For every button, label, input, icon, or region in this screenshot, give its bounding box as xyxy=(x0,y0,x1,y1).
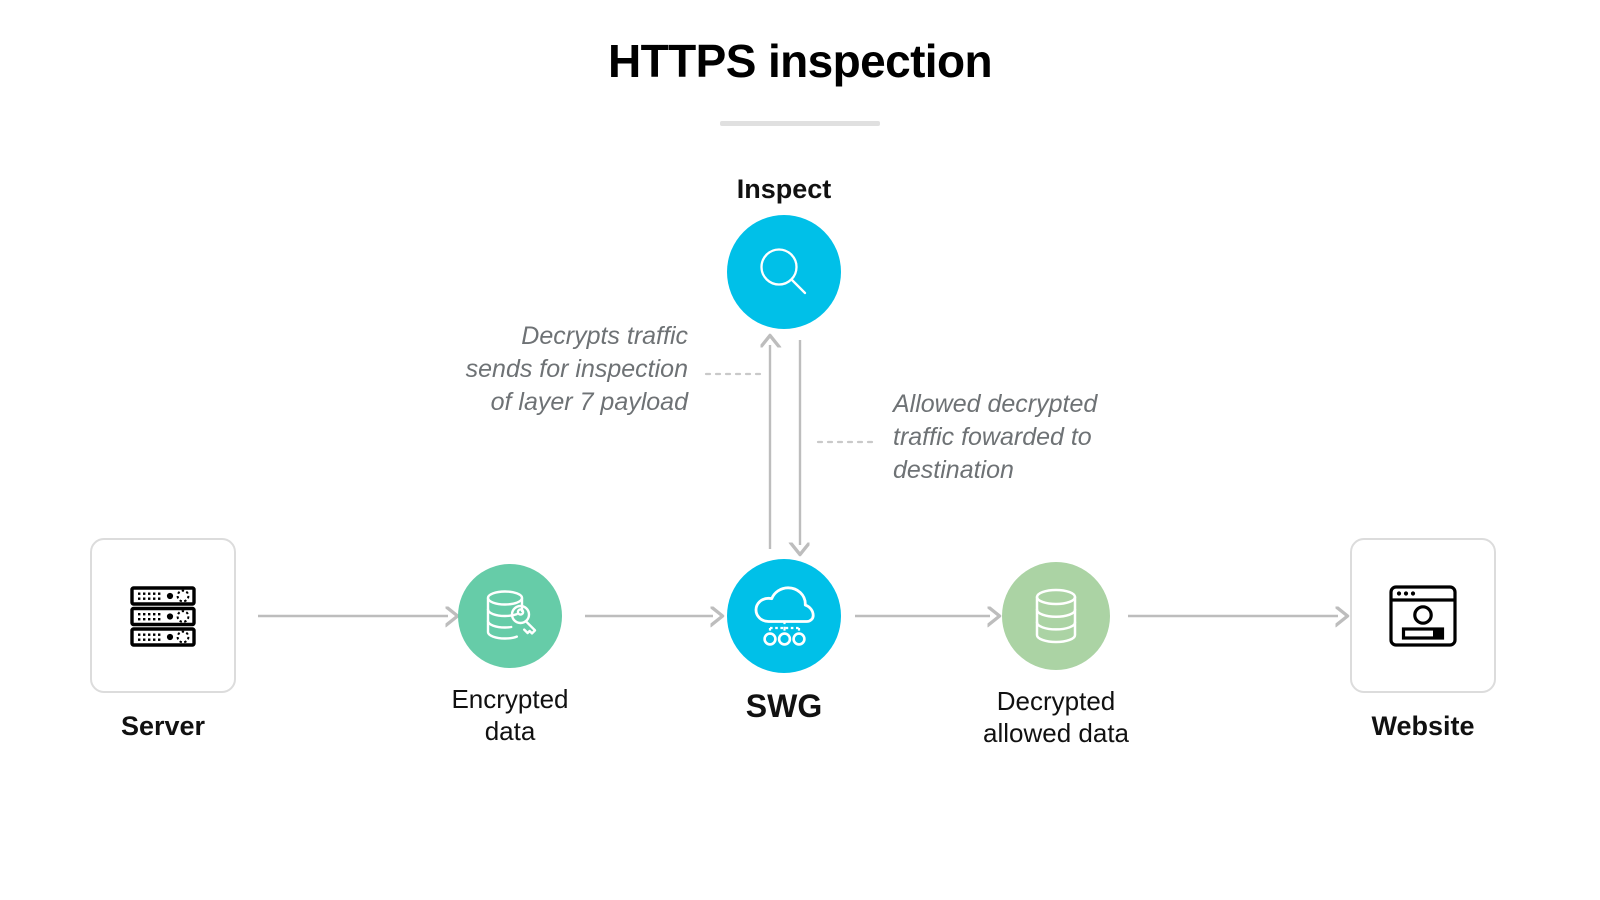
annotation-allowed-decrypted: Allowed decrypted traffic fowarded to de… xyxy=(893,388,1223,487)
node-encrypted-data-label: Encrypted data xyxy=(350,684,670,747)
node-swg-circle xyxy=(727,559,841,673)
browser-window-icon xyxy=(1386,581,1460,651)
annotation-decrypts-traffic-line3: of layer 7 payload xyxy=(490,388,688,416)
annotation-allowed-decrypted-line3: destination xyxy=(893,456,1014,484)
node-encrypted-data-label-line1: Encrypted xyxy=(451,684,569,714)
node-inspect-circle xyxy=(727,215,841,329)
node-encrypted-data-circle xyxy=(458,564,562,668)
node-encrypted-data[interactable]: Encrypted data xyxy=(451,564,569,746)
database-icon xyxy=(1029,585,1083,647)
annotation-decrypts-traffic: Decrypts traffic sends for inspection of… xyxy=(366,320,688,419)
node-website-box xyxy=(1350,538,1496,693)
node-decrypted-allowed-data-label-line2: allowed data xyxy=(983,717,1129,748)
page-title: HTTPS inspection xyxy=(608,35,993,87)
annotation-decrypts-traffic-line1: Decrypts traffic xyxy=(521,322,688,350)
annotation-allowed-decrypted-line1: Allowed decrypted xyxy=(893,390,1098,418)
node-server-box xyxy=(90,538,236,693)
server-rack-icon xyxy=(126,579,200,653)
node-server-label: Server xyxy=(120,711,206,741)
node-decrypted-allowed-data-label-line1: Decrypted xyxy=(996,686,1116,716)
node-inspect[interactable]: Inspect xyxy=(727,174,841,329)
node-website-label: Website xyxy=(1371,711,1475,741)
node-decrypted-allowed-data-label: Decrypted allowed data xyxy=(896,686,1216,749)
annotation-decrypts-traffic-line2: sends for inspection xyxy=(465,355,688,383)
node-decrypted-allowed-data-circle xyxy=(1002,562,1110,670)
cloud-network-icon xyxy=(750,583,818,649)
magnifier-icon xyxy=(753,241,815,303)
title-block: HTTPS inspection xyxy=(0,36,1600,126)
node-server[interactable]: Server xyxy=(90,538,236,741)
database-key-icon xyxy=(479,585,541,647)
title-divider xyxy=(720,120,880,126)
node-inspect-label: Inspect xyxy=(736,174,832,204)
node-website[interactable]: Website xyxy=(1350,538,1496,741)
node-swg-label: SWG xyxy=(745,688,823,724)
node-swg[interactable]: SWG xyxy=(727,559,841,724)
node-encrypted-data-label-line2: data xyxy=(484,715,536,746)
annotation-allowed-decrypted-line2: traffic fowarded to xyxy=(893,423,1092,451)
node-decrypted-allowed-data[interactable]: Decrypted allowed data xyxy=(983,562,1129,748)
